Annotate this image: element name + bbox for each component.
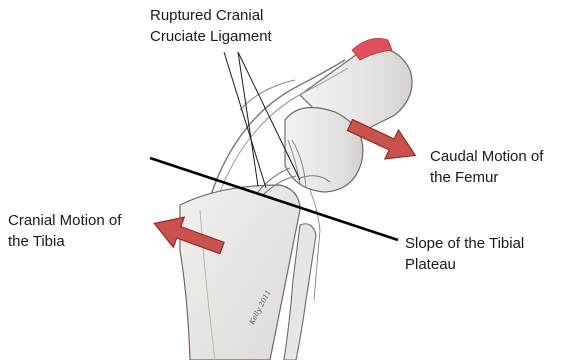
tibial-slope-label: Slope of the Tibial Plateau bbox=[405, 233, 524, 275]
caudal-motion-line1: Caudal Motion of bbox=[430, 146, 543, 167]
ruptured-ligament-line1: Ruptured Cranial bbox=[150, 5, 272, 26]
tibial-slope-line2: Plateau bbox=[405, 254, 524, 275]
leader-line-3 bbox=[224, 52, 266, 188]
ruptured-ligament-line2: Cruciate Ligament bbox=[150, 26, 272, 47]
tibial-slope-line1: Slope of the Tibial bbox=[405, 233, 524, 254]
caudal-motion-label: Caudal Motion of the Femur bbox=[430, 146, 543, 188]
cranial-motion-label: Cranial Motion of the Tibia bbox=[8, 210, 121, 252]
cranial-motion-line2: the Tibia bbox=[8, 231, 121, 252]
cranial-motion-line1: Cranial Motion of bbox=[8, 210, 121, 231]
caudal-motion-line2: the Femur bbox=[430, 167, 543, 188]
tibia bbox=[180, 185, 300, 360]
ruptured-ligament-label: Ruptured Cranial Cruciate Ligament bbox=[150, 5, 272, 47]
